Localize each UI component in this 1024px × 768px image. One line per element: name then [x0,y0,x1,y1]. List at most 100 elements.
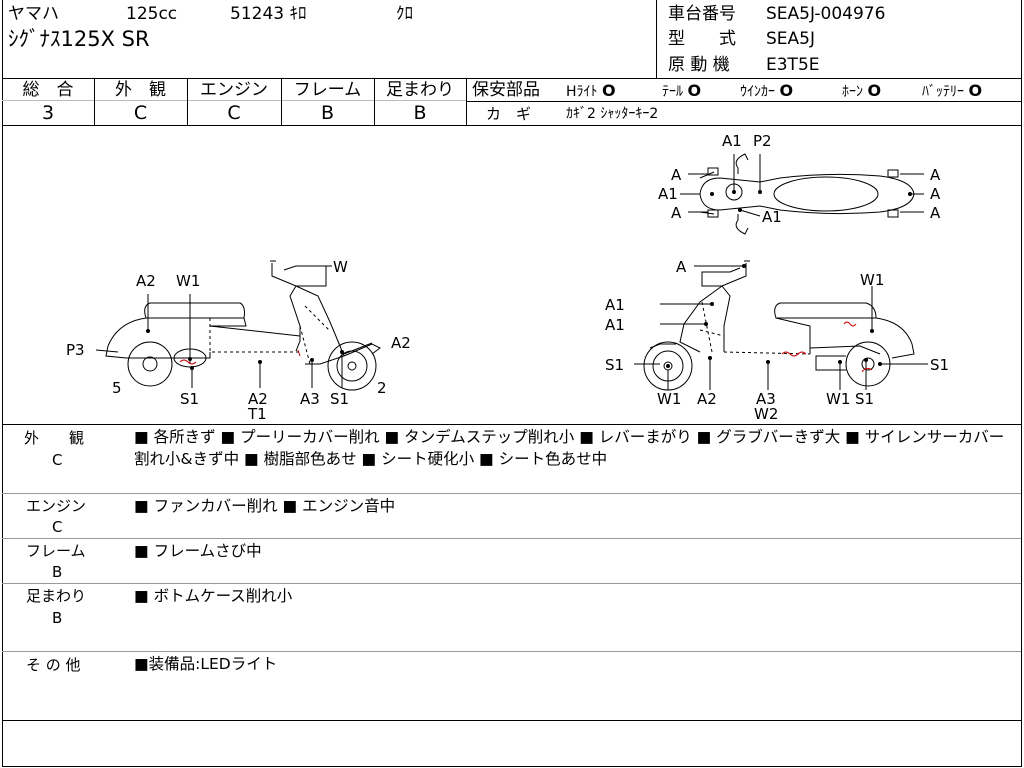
label-a-tl: A [671,166,682,184]
label-w1: W1 [176,272,200,290]
grade-label: フレーム [293,80,362,100]
label-s1-rear: S1 [855,390,874,408]
type-value: SEA5J [766,29,815,49]
safety-item-battery: ﾊﾞｯﾃﾘｰ O [922,81,982,102]
label-s1-muffler: S1 [930,356,949,374]
scooter-top-view [680,153,924,235]
grade-label: 総 合 [22,80,74,100]
safety-item-horn: ﾎｰﾝ O [842,81,881,102]
safety-item-name: ﾃｰﾙ [662,84,683,100]
remark-divider [2,583,1021,584]
label-a2-right: A2 [697,390,717,408]
grade-label: 足まわり [386,80,454,100]
label-a1-bottom: A1 [762,208,782,226]
remark-grade: C [52,451,63,469]
grade-col-line-1 [94,78,95,125]
remark-category: フレーム [26,542,86,560]
header-divider [656,0,657,78]
label-a3: A3 [300,390,320,408]
remark-category: そ の 他 [26,656,81,674]
label-w2: W2 [754,405,778,423]
grade-col-line-5 [466,78,467,125]
remark-category: 足まわり [26,587,87,605]
grade-col-line-3 [281,78,282,125]
grade-value: B [413,102,427,124]
mileage: 51243 ｷﾛ [230,4,307,24]
label-w1-rear: W1 [826,390,850,408]
label-2: 2 [377,379,387,397]
label-a2-front: A2 [391,334,411,352]
scooter-left-view [95,260,381,391]
label-a1-top: A1 [722,132,742,150]
remark-text: ■装備品:LEDライト [134,655,278,673]
label-a-r: A [930,185,941,203]
remark-divider [2,651,1021,652]
remark-divider [2,493,1021,494]
remark-text: ■ 各所きず ■ プーリーカバー削れ ■ タンデムステップ削れ小 ■ レバーまが… [134,428,1005,468]
remarks-bottom-line [2,720,1021,721]
label-5: 5 [112,379,122,397]
safety-item-name: ﾎｰﾝ [842,84,863,100]
label-a3-right: A3 [756,390,776,408]
safety-item-headlight: Hﾗｲﾄ O [566,81,616,102]
label-t1: T1 [247,405,267,423]
label-a-br: A [930,204,941,222]
maker: ヤマハ [8,4,59,24]
remark-text: ■ ファンカバー削れ ■ エンジン音中 [134,497,396,515]
right-view-labels: A W1 A1 A1 S1 S1 W1 A2 A3 W2 W1 S1 [605,258,949,423]
grade-col-line-4 [374,78,375,125]
safety-item-mark: O [867,81,882,100]
label-p3: P3 [66,341,85,359]
key-value: ｶｷﾞ2 ｼｬｯﾀｰｷｰ2 [566,106,659,122]
safety-item-taillight: ﾃｰﾙ O [662,81,701,102]
grades-top-line [2,78,1021,79]
remark-category: エンジン [26,497,87,515]
label-p2: P2 [753,132,772,150]
safety-item-mark: O [968,81,983,100]
label-a1-left: A1 [658,185,678,203]
safety-item-mark: O [687,81,702,100]
label-a-bl: A [671,204,682,222]
label-a1-shield2: A1 [605,316,625,334]
safety-item-mark: O [779,81,794,100]
frame-no-label: 車台番号 [668,4,736,24]
remark-grade: B [52,563,63,581]
remarks-top-line [2,424,1021,425]
safety-mid-line [466,101,1021,102]
grades-mid-line [2,100,466,101]
grade-value: B [320,102,335,124]
remark-divider [2,538,1021,539]
remark-grade: C [52,518,63,536]
label-w1-front: W1 [657,390,681,408]
label-a1-shield: A1 [605,296,625,314]
frame-no: SEA5J-004976 [766,4,886,24]
leader-dots [146,190,912,370]
label-a-handle: A [676,258,687,276]
remark-text: ■ フレームさび中 [134,542,262,560]
label-s1-front: S1 [330,390,349,408]
safety-item-name: ｳｲﾝｶｰ [740,84,775,100]
scooter-right-view [634,260,928,391]
grade-value: C [133,102,148,124]
safety-label: 保安部品 [472,80,540,100]
label-a2: A2 [136,272,156,290]
label-s1: S1 [180,390,199,408]
engine-label: 原 動 機 [668,55,730,75]
body-color: ｸﾛ [396,4,413,24]
remark-category: 外 観 [24,429,85,447]
grade-col-line-2 [187,78,188,125]
label-a-tr: A [930,166,941,184]
label-s1-wheel: S1 [605,356,624,374]
top-view-labels: A1 P2 A A1 A A1 A A A [658,132,941,226]
grade-label: 外 観 [115,80,166,100]
grade-label: エンジン [200,80,268,100]
label-w: W [333,258,348,276]
key-label: カ ギ [486,105,532,123]
grade-value: C [227,102,241,124]
model-name: ｼｸﾞﾅｽ125X SR [8,27,150,51]
safety-item-name: ﾊﾞｯﾃﾘｰ [922,84,964,100]
left-view-labels: A2 W1 W P3 A2 5 2 S1 A2 T1 A3 S1 [66,258,411,423]
safety-item-name: Hﾗｲﾄ [566,84,598,100]
damage-diagram: A2 W1 W P3 A2 5 2 S1 A2 T1 A3 S1 A1 P2 A… [66,132,949,423]
